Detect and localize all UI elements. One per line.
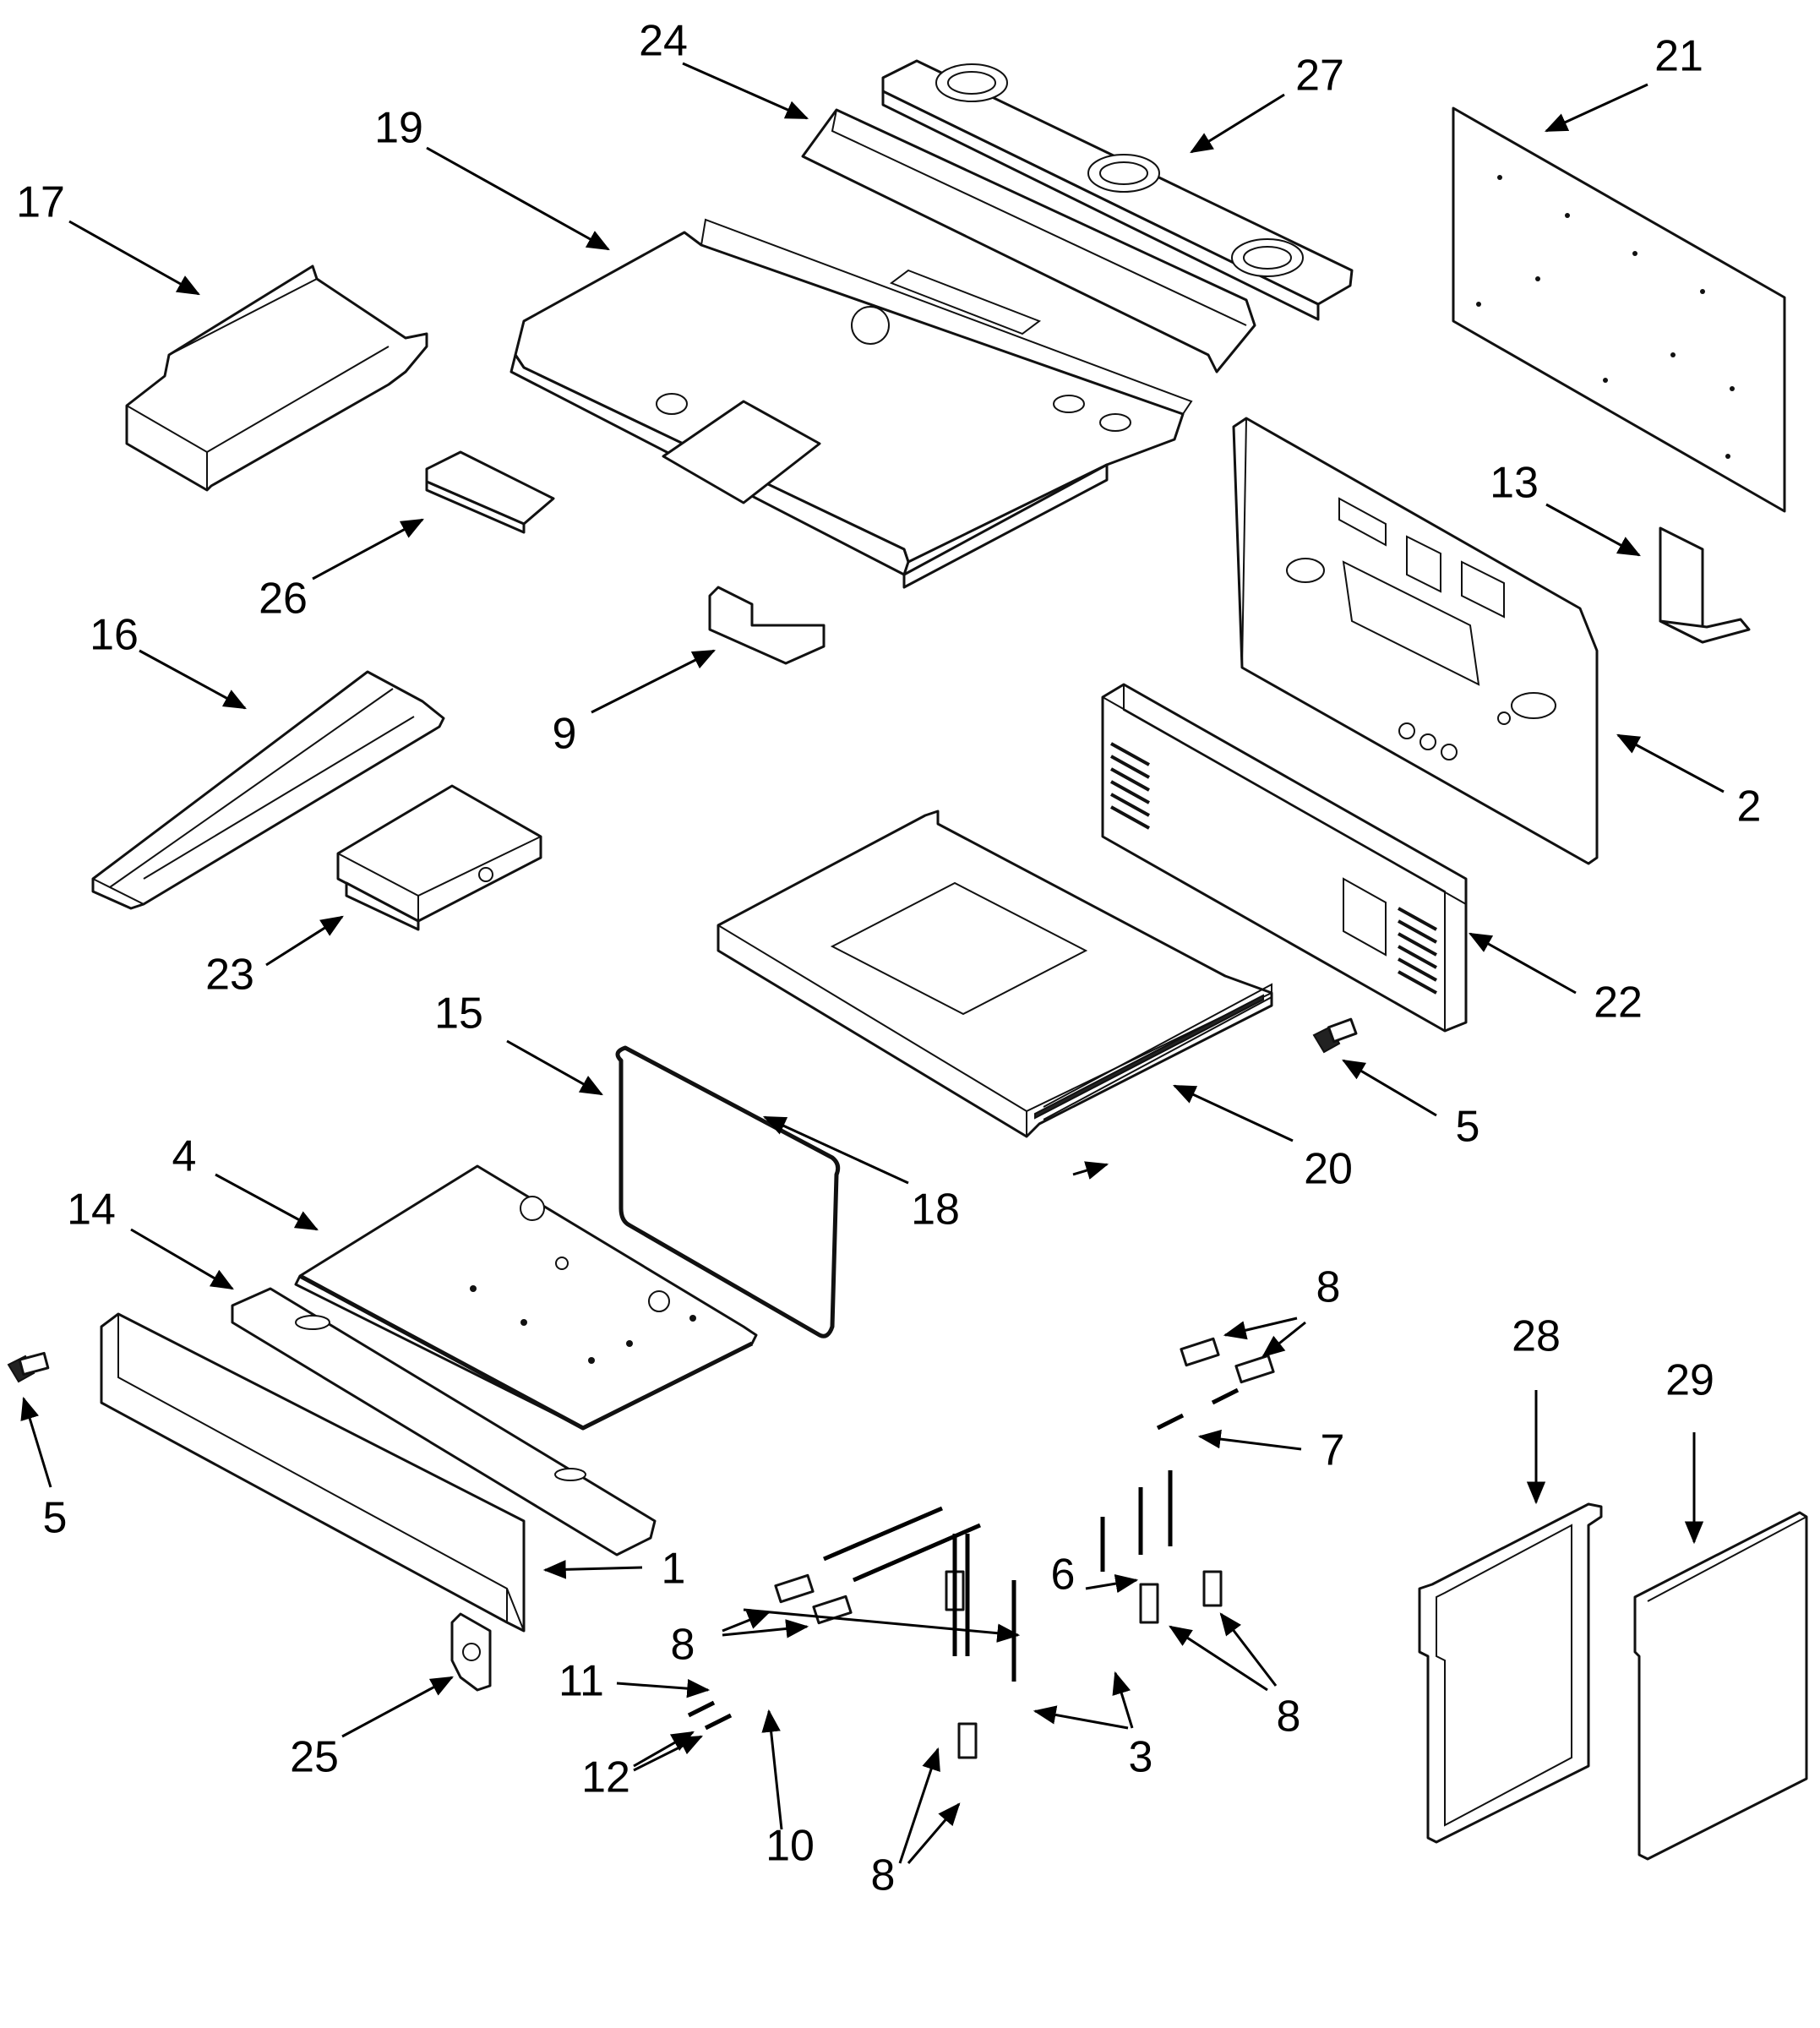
- callout-7: 7: [1321, 1426, 1345, 1475]
- part-29-side-panel: [1633, 1511, 1808, 1861]
- callout-16: 16: [90, 611, 139, 660]
- callout-17: 17: [16, 178, 65, 227]
- callout-5-left: 5: [43, 1494, 68, 1543]
- callout-11: 11: [559, 1657, 604, 1706]
- callout-9: 9: [553, 710, 577, 759]
- callout-2: 2: [1737, 782, 1762, 831]
- callout-25: 25: [290, 1733, 339, 1782]
- part-24-bracket: [801, 108, 1256, 373]
- callout-10: 10: [766, 1822, 815, 1871]
- screw-5-right: [1312, 1017, 1358, 1054]
- part-20-floor-frame: [717, 810, 1273, 1138]
- part-25-leveling-bracket: [450, 1612, 492, 1692]
- callout-8-top: 8: [1316, 1263, 1341, 1312]
- callout-13: 13: [1490, 459, 1539, 508]
- callout-8-right: 8: [1277, 1693, 1301, 1742]
- callout-22: 22: [1594, 979, 1643, 1028]
- callout-15: 15: [434, 989, 483, 1039]
- callout-18: 18: [911, 1186, 960, 1235]
- screws-8-right: [1139, 1570, 1223, 1624]
- callout-labels: 24 27 21 19 17 26 13 16 9 2 23 22 15 5 2…: [16, 17, 1761, 1900]
- callout-12: 12: [581, 1753, 630, 1802]
- callout-29: 29: [1665, 1356, 1714, 1405]
- callout-14: 14: [67, 1186, 116, 1235]
- part-27-top-trim: [881, 59, 1354, 321]
- callout-8-bottom: 8: [871, 1851, 896, 1900]
- part-2-rear-housing: [1232, 417, 1599, 865]
- screw-5-left: [7, 1351, 50, 1383]
- hardware-centerlines: [687, 1387, 1240, 1731]
- part-13-plate: [1659, 526, 1751, 644]
- callout-4: 4: [172, 1132, 197, 1181]
- callout-23: 23: [205, 951, 254, 1000]
- screws-8-left: [774, 1573, 853, 1625]
- callout-19: 19: [374, 104, 423, 153]
- part-28-side-frame: [1418, 1502, 1603, 1844]
- callout-26: 26: [259, 575, 308, 624]
- part-14-front-strip: [231, 1287, 657, 1556]
- callout-20: 20: [1304, 1145, 1353, 1194]
- part-21-back-panel: [1452, 106, 1786, 513]
- leader-arrows: [20, 62, 1725, 1864]
- callout-24: 24: [639, 17, 688, 66]
- part-19-top-panel: [509, 218, 1193, 589]
- screws-8-bottom: [945, 1570, 978, 1759]
- callout-8-left: 8: [671, 1621, 695, 1670]
- callout-5-right: 5: [1456, 1103, 1480, 1152]
- part-22-side-panel: [1101, 683, 1468, 1033]
- callout-1: 1: [662, 1545, 686, 1594]
- callout-28: 28: [1512, 1312, 1561, 1361]
- part-16-rail: [91, 670, 445, 910]
- callout-3: 3: [1129, 1733, 1153, 1782]
- part-1-front-trim: [100, 1312, 526, 1633]
- part-9-clip-bracket: [708, 586, 826, 665]
- callout-6: 6: [1051, 1551, 1076, 1600]
- callout-21: 21: [1654, 32, 1703, 81]
- part-26-small-bracket: [425, 450, 555, 534]
- part-15-gasket: [615, 1045, 841, 1338]
- callout-27: 27: [1295, 52, 1344, 101]
- part-23-control-box: [336, 784, 542, 931]
- screws-8-top: [1180, 1337, 1275, 1384]
- part-4-base-plate: [294, 1164, 758, 1431]
- part-17-tray: [125, 264, 428, 492]
